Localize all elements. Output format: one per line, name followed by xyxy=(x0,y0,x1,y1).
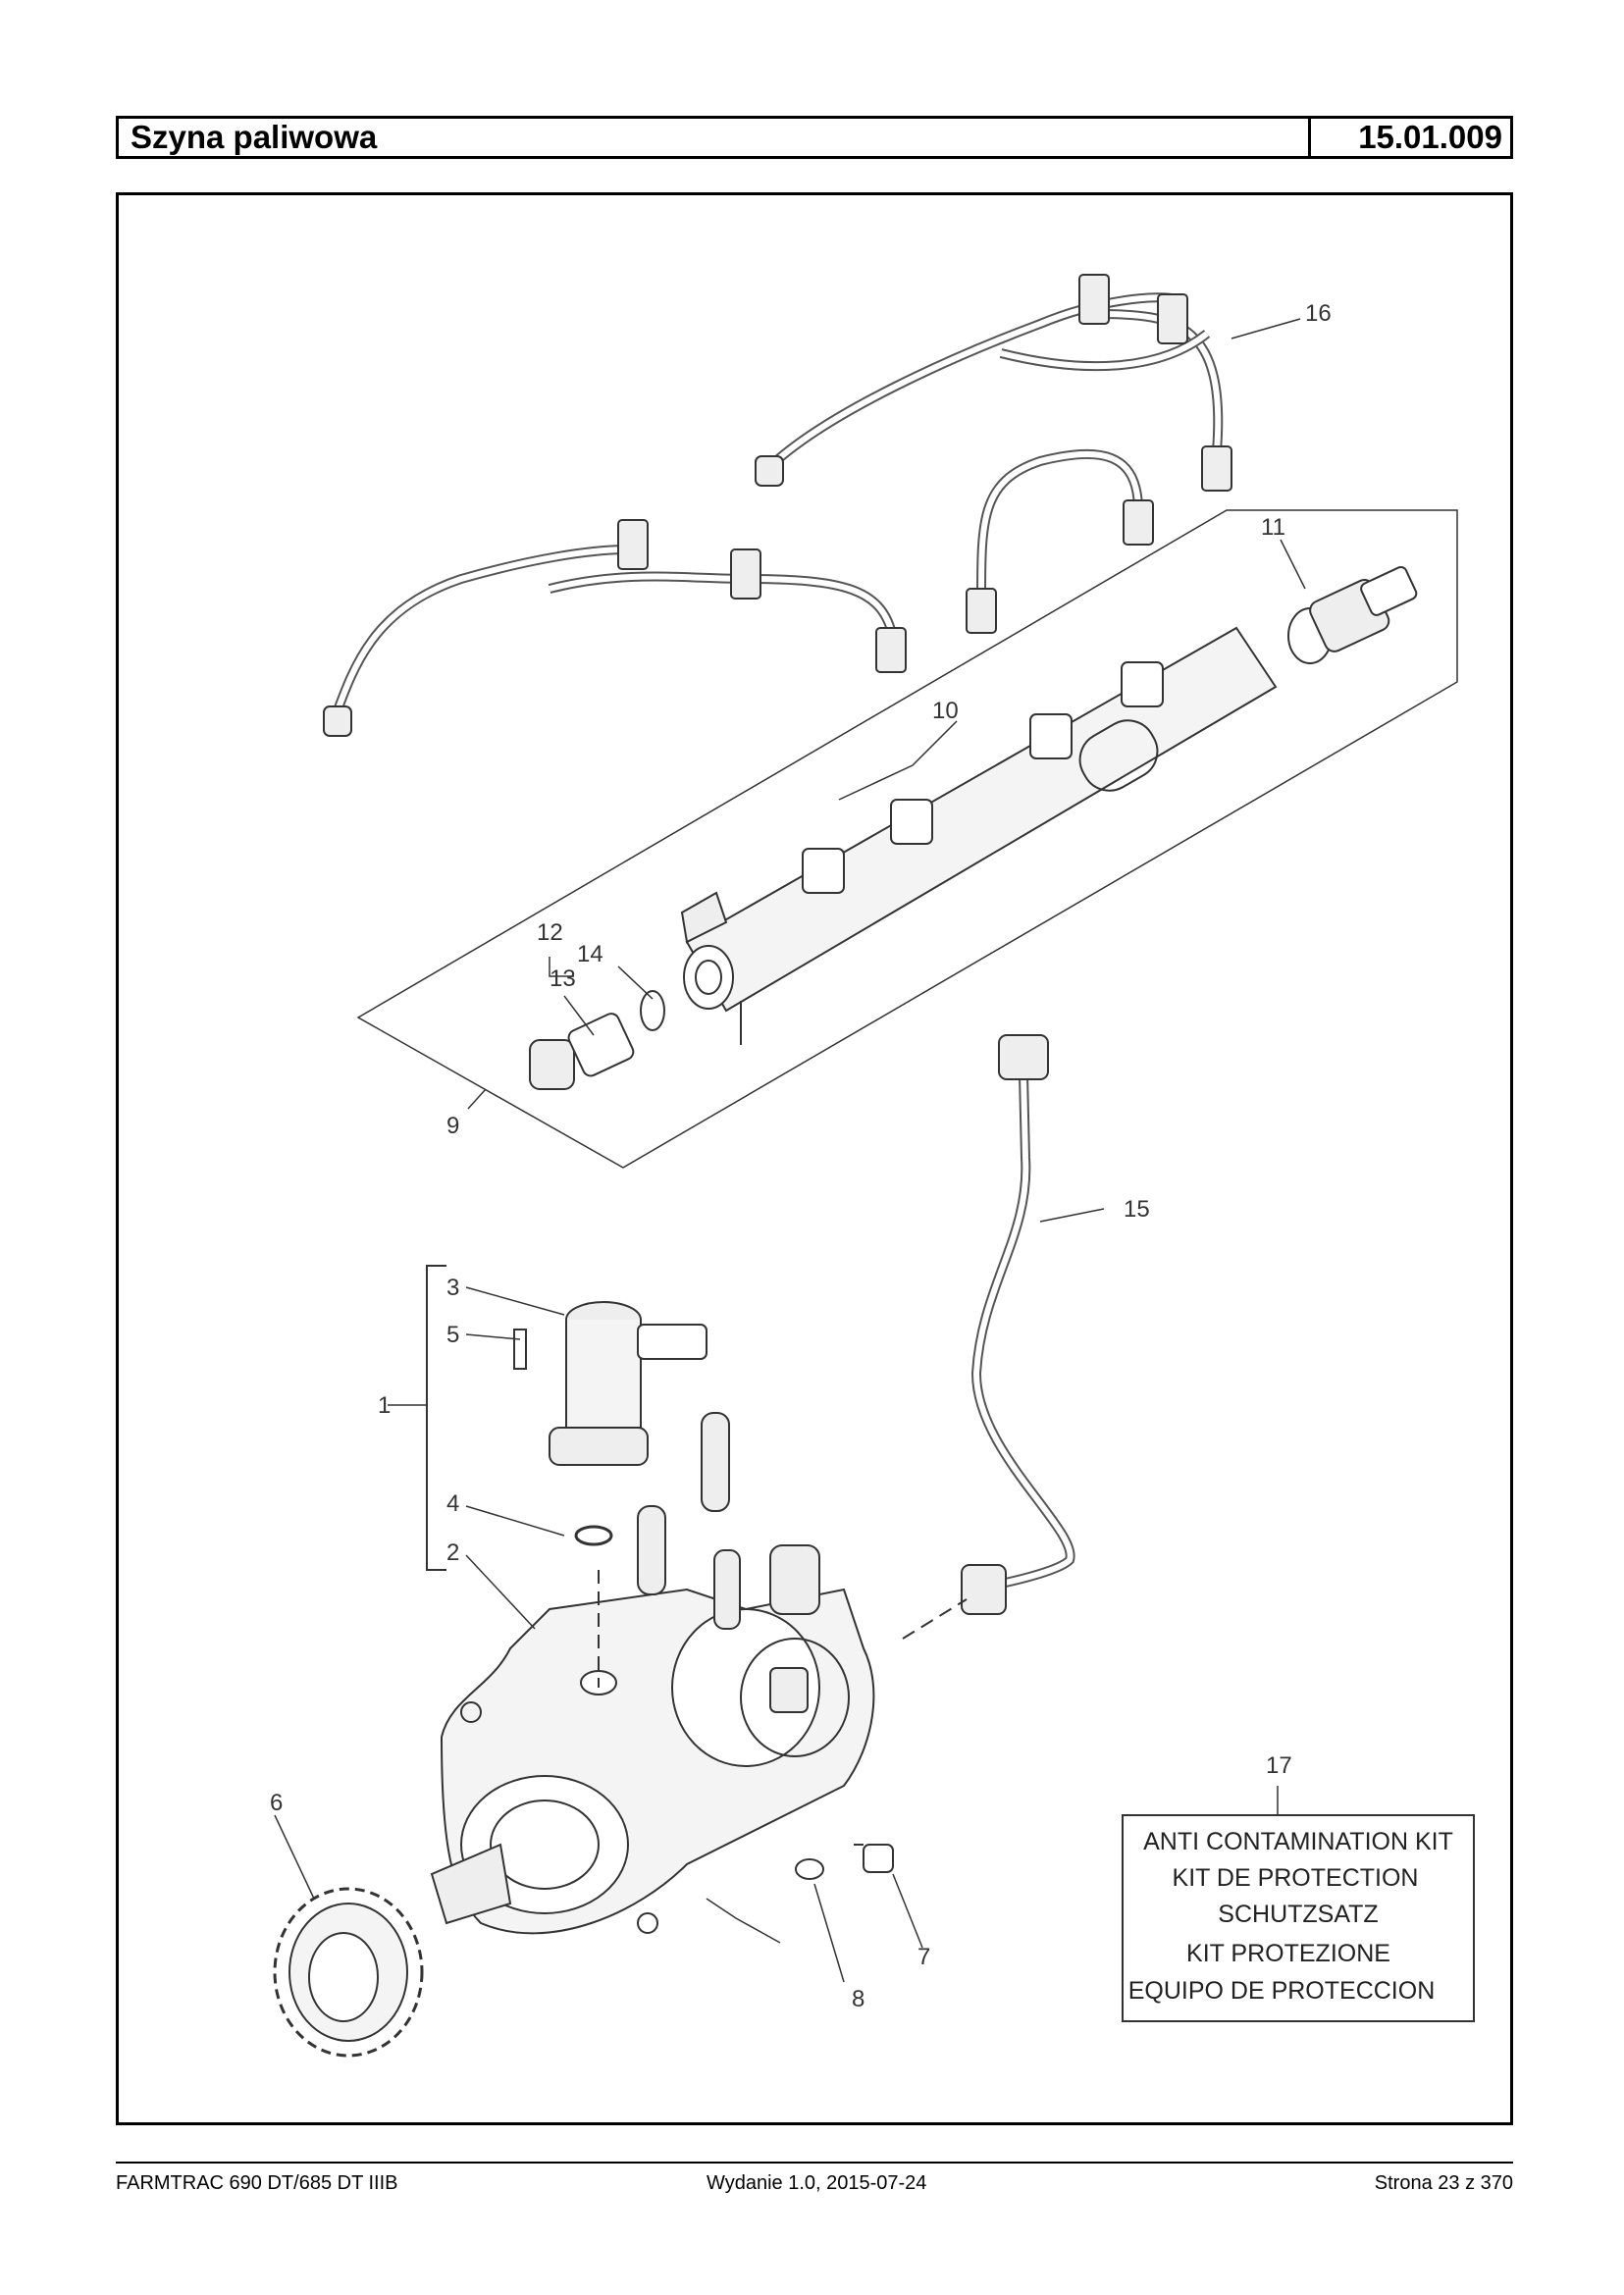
callout-6: 6 xyxy=(270,1790,283,1816)
callout-11: 11 xyxy=(1261,514,1285,541)
callout-14: 14 xyxy=(577,941,603,967)
gear-drawing xyxy=(273,1887,424,2058)
rail-assembly-outline xyxy=(356,509,1458,1169)
callout-2: 2 xyxy=(446,1539,459,1566)
callout-5: 5 xyxy=(446,1322,459,1348)
diagram-frame xyxy=(116,192,1513,2125)
callout-1: 1 xyxy=(378,1392,391,1419)
callout-15: 15 xyxy=(1124,1196,1150,1223)
footer-divider xyxy=(116,2162,1513,2164)
washer-drawing xyxy=(795,1858,824,1880)
callout-leaders xyxy=(274,318,1306,1983)
kit-box: ANTI CONTAMINATION KIT KIT DE PROTECTION… xyxy=(1122,1814,1475,2022)
group-1-bracket xyxy=(426,1265,446,1571)
page-title: Szyna paliwowa xyxy=(119,119,1311,156)
footer-page-number: Strona 23 z 370 xyxy=(1374,2172,1513,2194)
page-header: Szyna paliwowa 15.01.009 xyxy=(116,116,1513,159)
callout-3: 3 xyxy=(446,1275,459,1301)
callout-9: 9 xyxy=(446,1113,459,1139)
pump-drawing xyxy=(430,1412,875,1935)
callout-17: 17 xyxy=(1266,1752,1292,1779)
callout-7: 7 xyxy=(917,1944,930,1970)
metering-valve-drawing xyxy=(513,1301,707,1546)
pressure-sensor-drawing xyxy=(1287,566,1418,664)
callout-13: 13 xyxy=(550,965,576,992)
relief-valve-drawing xyxy=(529,990,665,1090)
callout-16: 16 xyxy=(1305,300,1332,327)
feed-pipe-drawing xyxy=(961,1034,1075,1615)
callout-labels: 16 11 10 12 14 13 9 15 3 5 1 4 2 6 7 8 1… xyxy=(270,300,1332,2012)
kit-line-2: KIT DE PROTECTION xyxy=(1173,1864,1419,1892)
callout-10: 10 xyxy=(932,698,959,724)
fuel-rail-drawing xyxy=(680,626,1278,1045)
kit-line-3: SCHUTZSATZ xyxy=(1218,1901,1378,1928)
callout-8: 8 xyxy=(852,1986,864,2012)
callout-12: 12 xyxy=(537,919,563,946)
footer-edition: Wydanie 1.0, 2015-07-24 xyxy=(707,2172,927,2194)
callout-4: 4 xyxy=(446,1490,459,1517)
injection-pipes-drawing xyxy=(323,274,1232,737)
footer-model: FARMTRAC 690 DT/685 DT IIIB xyxy=(116,2172,398,2194)
kit-line-5: EQUIPO DE PROTECCION xyxy=(1128,1977,1436,2005)
section-code: 15.01.009 xyxy=(1358,119,1502,155)
nut-drawing xyxy=(863,1844,894,1873)
kit-line-4: KIT PROTEZIONE xyxy=(1186,1940,1390,1967)
kit-line-1: ANTI CONTAMINATION KIT xyxy=(1143,1828,1453,1855)
